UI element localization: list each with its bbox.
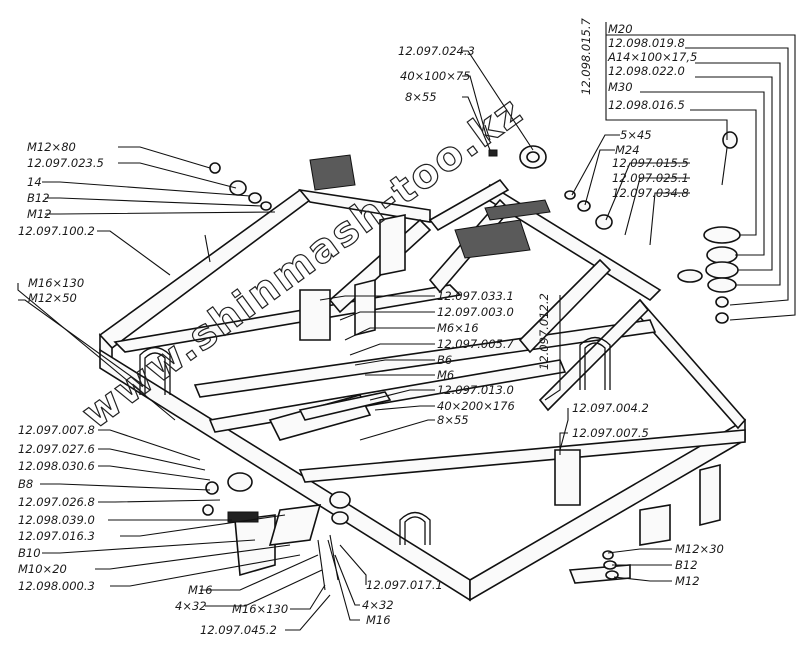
frame-brackets bbox=[227, 154, 721, 584]
label-center-1: 12.097.033.1 bbox=[437, 289, 514, 303]
label-left-upper-6: 12.097.100.2 bbox=[18, 224, 95, 238]
label-top-mid-3: 8×55 bbox=[405, 90, 437, 104]
label-left-mid-2: M12×50 bbox=[28, 291, 77, 305]
label-right-upper-3: 12.097.015.5 bbox=[612, 156, 689, 170]
label-right-mid-2: 12.097.007.5 bbox=[572, 426, 649, 440]
label-center-7: 12.097.013.0 bbox=[437, 383, 514, 397]
label-bottom-7: M16 bbox=[366, 613, 391, 627]
label-bottom-5: 12.097.017.1 bbox=[366, 578, 443, 592]
label-left-lower-1: 12.097.007.8 bbox=[18, 423, 95, 437]
label-left-upper-1: M12×80 bbox=[27, 140, 76, 154]
label-left-lower-7: 12.097.016.3 bbox=[18, 529, 95, 543]
label-vertical-center: 12.097.012.2 bbox=[537, 293, 551, 370]
label-left-upper-5: M12 bbox=[27, 207, 52, 221]
label-left-upper-4: B12 bbox=[27, 191, 50, 205]
label-right-upper-4: 12.097.025.1 bbox=[612, 171, 689, 185]
label-bottom-2: 4×32 bbox=[175, 599, 207, 613]
label-left-lower-6: 12.098.039.0 bbox=[18, 513, 95, 527]
label-top-right-1: M20 bbox=[608, 22, 633, 36]
label-center-6: M6 bbox=[437, 368, 454, 382]
label-left-lower-5: 12.097.026.8 bbox=[18, 495, 95, 509]
label-center-5: B6 bbox=[437, 353, 452, 367]
label-right-upper-2: M24 bbox=[615, 143, 640, 157]
label-vertical-top: 12.098.015.7 bbox=[579, 18, 593, 95]
label-top-right-3: A14×100×17,5 bbox=[607, 50, 697, 64]
label-top-mid-1: 12.097.024.3 bbox=[398, 44, 475, 58]
label-right-upper-5: 12.097.034.8 bbox=[612, 186, 689, 200]
label-bottom-1: M16 bbox=[188, 583, 213, 597]
leader-lines bbox=[17, 22, 796, 631]
label-center-2: 12.097.003.0 bbox=[437, 305, 514, 319]
label-left-lower-9: M10×20 bbox=[18, 562, 67, 576]
label-left-lower-3: 12.098.030.6 bbox=[18, 459, 95, 473]
label-left-upper-2: 12.097.023.5 bbox=[27, 156, 104, 170]
label-left-lower-2: 12.097.027.6 bbox=[18, 442, 95, 456]
label-top-right-4: 12.098.022.0 bbox=[608, 64, 685, 78]
label-right-lower-2: B12 bbox=[675, 558, 698, 572]
label-bottom-4: 12.097.045.2 bbox=[200, 623, 277, 637]
label-left-mid-1: M16×130 bbox=[28, 276, 84, 290]
label-center-4: 12.097.005.7 bbox=[437, 337, 514, 351]
label-left-lower-10: 12.098.000.3 bbox=[18, 579, 95, 593]
label-right-mid-1: 12.097.004.2 bbox=[572, 401, 649, 415]
label-center-3: M6×16 bbox=[437, 321, 479, 335]
label-left-lower-4: B8 bbox=[18, 477, 33, 491]
label-bottom-3: M16×130 bbox=[232, 602, 288, 616]
label-left-lower-8: B10 bbox=[18, 546, 41, 560]
label-left-upper-3: 14 bbox=[27, 175, 42, 189]
label-right-lower-1: M12×30 bbox=[675, 542, 724, 556]
label-bottom-6: 4×32 bbox=[362, 598, 394, 612]
label-center-8: 40×200×176 bbox=[437, 399, 515, 413]
u-bolts bbox=[139, 336, 611, 545]
label-right-upper-1: 5×45 bbox=[620, 128, 652, 142]
label-top-mid-2: 40×100×75 bbox=[400, 69, 471, 83]
label-top-right-6: 12.098.016.5 bbox=[608, 98, 685, 112]
label-top-right-2: 12.098.019.8 bbox=[608, 36, 685, 50]
label-right-lower-3: M12 bbox=[675, 574, 700, 588]
label-top-right-5: M30 bbox=[608, 80, 633, 94]
label-center-9: 8×55 bbox=[437, 413, 469, 427]
